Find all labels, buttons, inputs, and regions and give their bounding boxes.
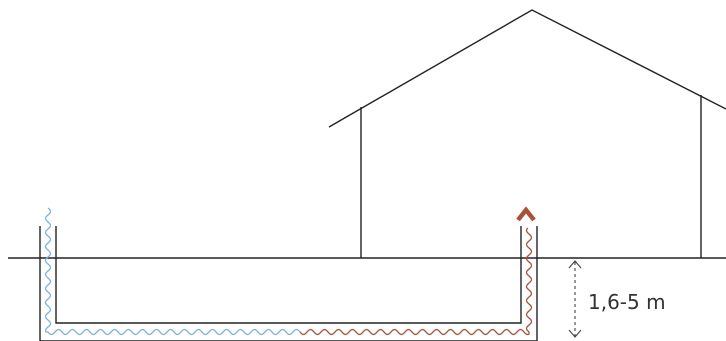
cold-pipe-segment — [44, 207, 301, 336]
house-roof — [328, 9, 726, 128]
depth-dimension-arrow-icon — [568, 260, 582, 338]
warm-air-outlet-arrow-icon — [516, 206, 536, 222]
trench-inner — [55, 226, 522, 324]
dimension-arrowhead-bottom — [568, 329, 582, 338]
trench-outer — [39, 226, 538, 341]
depth-label: 1,6-5 m — [588, 290, 666, 314]
trench-outline — [39, 226, 538, 341]
house-outline — [328, 9, 726, 258]
dimension-arrowhead-top — [568, 260, 582, 269]
warm-pipe-segment — [299, 227, 533, 336]
